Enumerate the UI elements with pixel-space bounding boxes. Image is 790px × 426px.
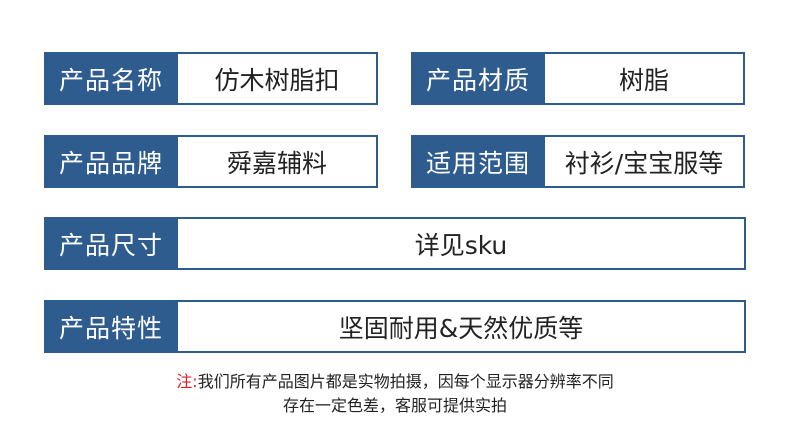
spec-label: 产品名称 [44,52,178,105]
disclaimer-note: 注:我们所有产品图片都是实物拍摄，因每个显示器分辨率不同 存在一定色差，客服可提… [0,370,790,418]
note-mark: 注: [176,372,198,391]
note-line-2: 存在一定色差，客服可提供实拍 [282,396,507,415]
spec-row-material: 产品材质 树脂 [411,52,745,105]
spec-label: 产品尺寸 [44,217,178,270]
spec-row-name: 产品名称 仿木树脂扣 [44,52,378,105]
spec-value: 衬衫/宝宝服等 [545,135,745,188]
spec-value: 仿木树脂扣 [178,52,378,105]
spec-row-feature: 产品特性 坚固耐用&天然优质等 [44,300,746,353]
spec-value: 树脂 [545,52,745,105]
spec-value: 坚固耐用&天然优质等 [178,300,746,353]
spec-label: 适用范围 [411,135,545,188]
spec-row-brand: 产品品牌 舜嘉辅料 [44,135,378,188]
spec-row-usage: 适用范围 衬衫/宝宝服等 [411,135,745,188]
spec-value: 舜嘉辅料 [178,135,378,188]
spec-row-size: 产品尺寸 详见sku [44,217,746,270]
note-line-1: 注:我们所有产品图片都是实物拍摄，因每个显示器分辨率不同 [0,370,790,394]
spec-label: 产品特性 [44,300,178,353]
spec-value: 详见sku [178,217,746,270]
spec-label: 产品材质 [411,52,545,105]
note-text-1: 我们所有产品图片都是实物拍摄，因每个显示器分辨率不同 [197,372,614,391]
spec-label: 产品品牌 [44,135,178,188]
